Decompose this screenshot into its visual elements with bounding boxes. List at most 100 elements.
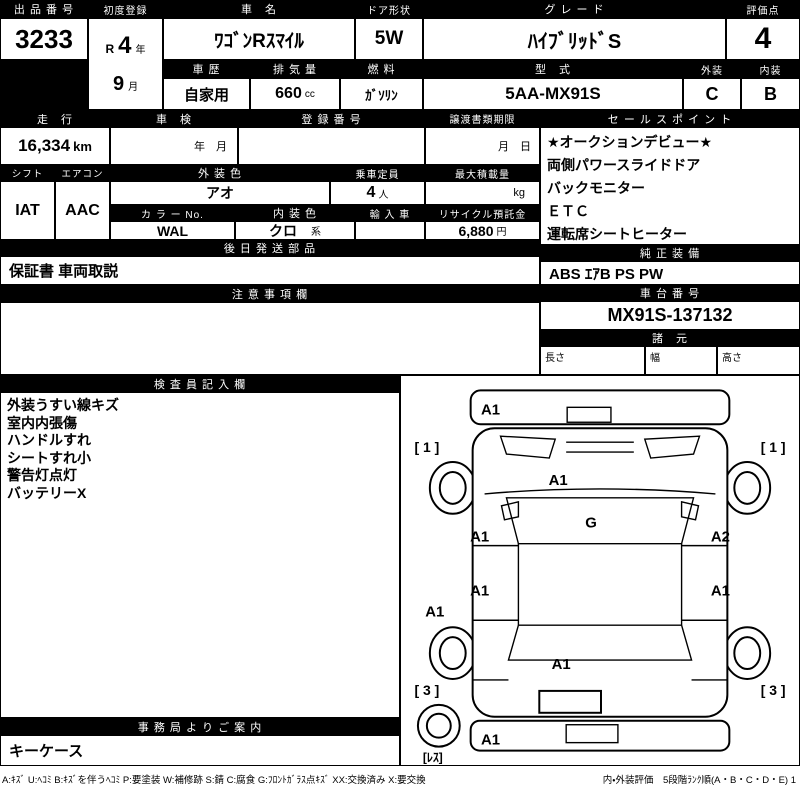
sales-point-item: 両側パワースライドドア	[547, 157, 701, 173]
exterior-color-value: アオ	[110, 181, 330, 205]
diagram-annotation: A1	[549, 472, 568, 489]
inspector-notes-label: 検 査 員 記 入 欄	[0, 375, 400, 392]
sales-point-item: ＥＴＣ	[547, 203, 589, 219]
mileage-number: 16,334	[18, 136, 71, 155]
displacement-value: 660 cc	[250, 78, 340, 110]
exterior-grade-label: 外装	[683, 60, 741, 78]
fuel-label: 燃 料	[340, 60, 423, 78]
first-registration-year-unit: 年	[135, 44, 146, 56]
car-body-details	[472, 406, 728, 744]
interior-color-label: 内 装 色	[235, 205, 355, 221]
office-info-label: 事 務 局 よ り ご 案 内	[0, 718, 400, 735]
later-shipping-label: 後 日 発 送 部 品	[0, 240, 540, 256]
interior-color-suffix: 系	[311, 227, 321, 238]
model-code-value: 5AA-MX91S	[423, 78, 683, 110]
import-car-value	[355, 221, 425, 240]
lot-number-value: 3233	[0, 18, 88, 60]
score-value: 4	[726, 18, 800, 60]
cautions-value	[0, 302, 540, 375]
spec-width-cell: 幅	[645, 346, 717, 375]
interior-color-value: クロ 系	[235, 221, 355, 240]
car-name-label: 車 名	[163, 0, 355, 18]
inspector-note-item: バッテリーX	[7, 484, 87, 501]
first-registration-value: R 4 年 9 月	[88, 18, 163, 110]
door-shape-label: ドア形状	[355, 0, 423, 18]
door-shape-value: 5W	[355, 18, 423, 60]
displacement-number: 660	[275, 85, 302, 102]
mileage-value: 16,334 km	[0, 127, 110, 165]
diagram-annotation: A1	[481, 401, 500, 418]
sales-point-item: バックモニター	[547, 180, 645, 196]
later-shipping-value: 保証書 車両取説	[0, 256, 540, 285]
recycle-deposit-unit: 円	[496, 227, 507, 238]
chassis-number-label: 車 台 番 号	[540, 285, 800, 301]
wheel-outlines	[416, 461, 772, 748]
max-load-value: kg	[425, 181, 540, 205]
diagram-annotation: A2	[711, 529, 730, 546]
mileage-unit: km	[73, 138, 92, 154]
score-label: 評価点	[726, 0, 800, 18]
diagram-annotation: A1	[470, 582, 489, 599]
first-registration-year: 4	[118, 31, 132, 59]
sales-points-list: ★オークションデビュー★ 両側パワースライドドア バックモニター ＥＴＣ 運転席…	[540, 127, 800, 245]
inspector-note-item: 警告灯点灯	[7, 467, 77, 483]
diagram-annotation: G	[585, 515, 597, 532]
exterior-grade-value: C	[683, 78, 741, 110]
registration-number-label: 登 録 番 号	[238, 110, 425, 127]
grade-label: グ レ ー ド	[423, 0, 726, 18]
transfer-deadline-value: 月 日	[425, 127, 540, 165]
displacement-label: 排 気 量	[250, 60, 340, 78]
car-name-value: ﾜｺﾞﾝRｽﾏｲﾙ	[163, 18, 355, 60]
rank-legend: 内・外装評価 5段階ﾗﾝｸ順(A・B・C・D・E) 1	[602, 775, 796, 786]
aircon-value: AAC	[55, 181, 110, 240]
first-registration-month: 9	[112, 73, 125, 96]
displacement-unit: cc	[304, 88, 315, 100]
inspector-note-item: 外装うすい線キズ	[7, 397, 119, 413]
max-load-label: 最大積載量	[425, 165, 540, 181]
damage-code-legend: A:ｷｽﾞ U:ﾍｺﾐ B:ｷｽﾞを伴うﾍｺﾐ P:要塗装 W:補修跡 S:錆 …	[2, 775, 426, 786]
office-info-value: キーケース	[0, 735, 400, 766]
inspector-note-item: 室内内張傷	[7, 414, 77, 431]
recycle-deposit-label: リサイクル預託金	[425, 205, 540, 221]
legend-footer: A:ｷｽﾞ U:ﾍｺﾐ B:ｷｽﾞを伴うﾍｺﾐ P:要塗装 W:補修跡 S:錆 …	[0, 766, 800, 800]
genuine-equipment-value: ABS ｴｱB PS PW	[540, 261, 800, 285]
recycle-deposit-number: 6,880	[458, 222, 494, 239]
registration-number-value	[238, 127, 425, 165]
car-history-label: 車 歴	[163, 60, 250, 78]
color-number-value: WAL	[110, 221, 235, 240]
aircon-label: エアコン	[55, 165, 110, 181]
diagram-annotation: A1	[552, 656, 571, 673]
capacity-unit: 人	[378, 189, 389, 201]
interior-grade-label: 内装	[741, 60, 800, 78]
diagram-annotation: [ 1 ]	[414, 439, 439, 455]
interior-grade-value: B	[741, 78, 800, 110]
sales-point-item: 運転席シートヒーター	[547, 226, 687, 242]
inspector-note-item: ハンドルすれ	[7, 432, 91, 448]
genuine-equipment-label: 純 正 装 備	[540, 245, 800, 261]
recycle-deposit-value: 6,880 円	[425, 221, 540, 240]
shift-value: IAT	[0, 181, 55, 240]
lot-number-label: 出 品 番 号	[0, 0, 88, 18]
sales-points-label: セ ー ル ス ポ イ ン ト	[540, 110, 800, 127]
lot-black-box	[0, 60, 88, 110]
diagram-annotation: A1	[425, 603, 444, 620]
capacity-value: 4 人	[330, 181, 425, 205]
fuel-value: ｶﾞｿﾘﾝ	[340, 78, 423, 110]
first-registration-label: 初度登録	[88, 0, 163, 18]
chassis-number-value: MX91S-137132	[540, 301, 800, 330]
inspection-value: 年 月	[110, 127, 238, 165]
diagram-annotation: A1	[711, 582, 730, 599]
import-car-label: 輸 入 車	[355, 205, 425, 221]
diagram-annotation: [ 3 ]	[414, 682, 439, 698]
sales-point-item: ★オークションデビュー★	[547, 134, 713, 150]
mileage-label: 走 行	[0, 110, 110, 127]
exterior-color-label: 外 装 色	[110, 165, 330, 181]
spec-height-cell: 高さ	[717, 346, 800, 375]
diagram-annotation: A1	[481, 732, 500, 749]
color-number-label: カ ラ ー No.	[110, 205, 235, 221]
model-code-label: 型 式	[423, 60, 683, 78]
shift-label: シフト	[0, 165, 55, 181]
interior-color-name: クロ	[269, 222, 297, 239]
